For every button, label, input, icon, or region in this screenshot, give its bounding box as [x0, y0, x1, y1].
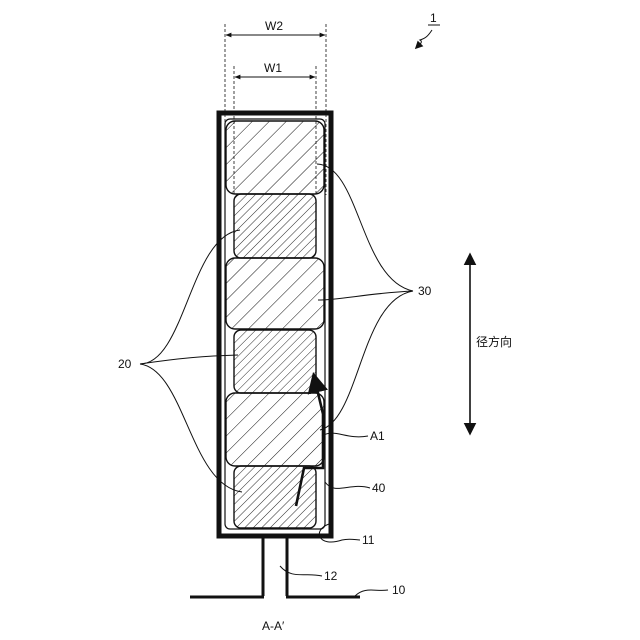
conductor-20-group	[234, 194, 316, 528]
section-label: A-A′	[262, 619, 285, 633]
figure-number: 1	[416, 11, 440, 48]
ref-30: 30	[418, 284, 432, 298]
ref-10: 10	[392, 583, 406, 597]
leaders-20: 20	[118, 230, 242, 492]
ref-a1: A1	[370, 429, 385, 443]
leader-12: 12	[280, 566, 338, 583]
leader-40: 40	[325, 481, 386, 495]
w2-label: W2	[265, 19, 283, 33]
conductor-20-upper	[234, 194, 316, 258]
ref-40: 40	[372, 481, 386, 495]
w1-label: W1	[264, 61, 282, 75]
svg-text:1: 1	[430, 11, 437, 25]
leader-10: 10	[355, 583, 406, 597]
conductor-20-middle	[234, 330, 316, 393]
conductor-30-middle	[226, 258, 324, 329]
direction-label: 径方向	[476, 334, 512, 349]
ref-12: 12	[324, 569, 338, 583]
leaders-30: 30	[317, 164, 432, 430]
conductor-30-group	[226, 121, 324, 466]
ref-20: 20	[118, 357, 132, 371]
stem-12	[263, 536, 287, 596]
conductor-30-bottom	[226, 393, 324, 466]
ref-11: 11	[362, 533, 375, 547]
radial-direction-arrow: 径方向	[470, 255, 512, 433]
conductor-30-top	[226, 121, 324, 194]
